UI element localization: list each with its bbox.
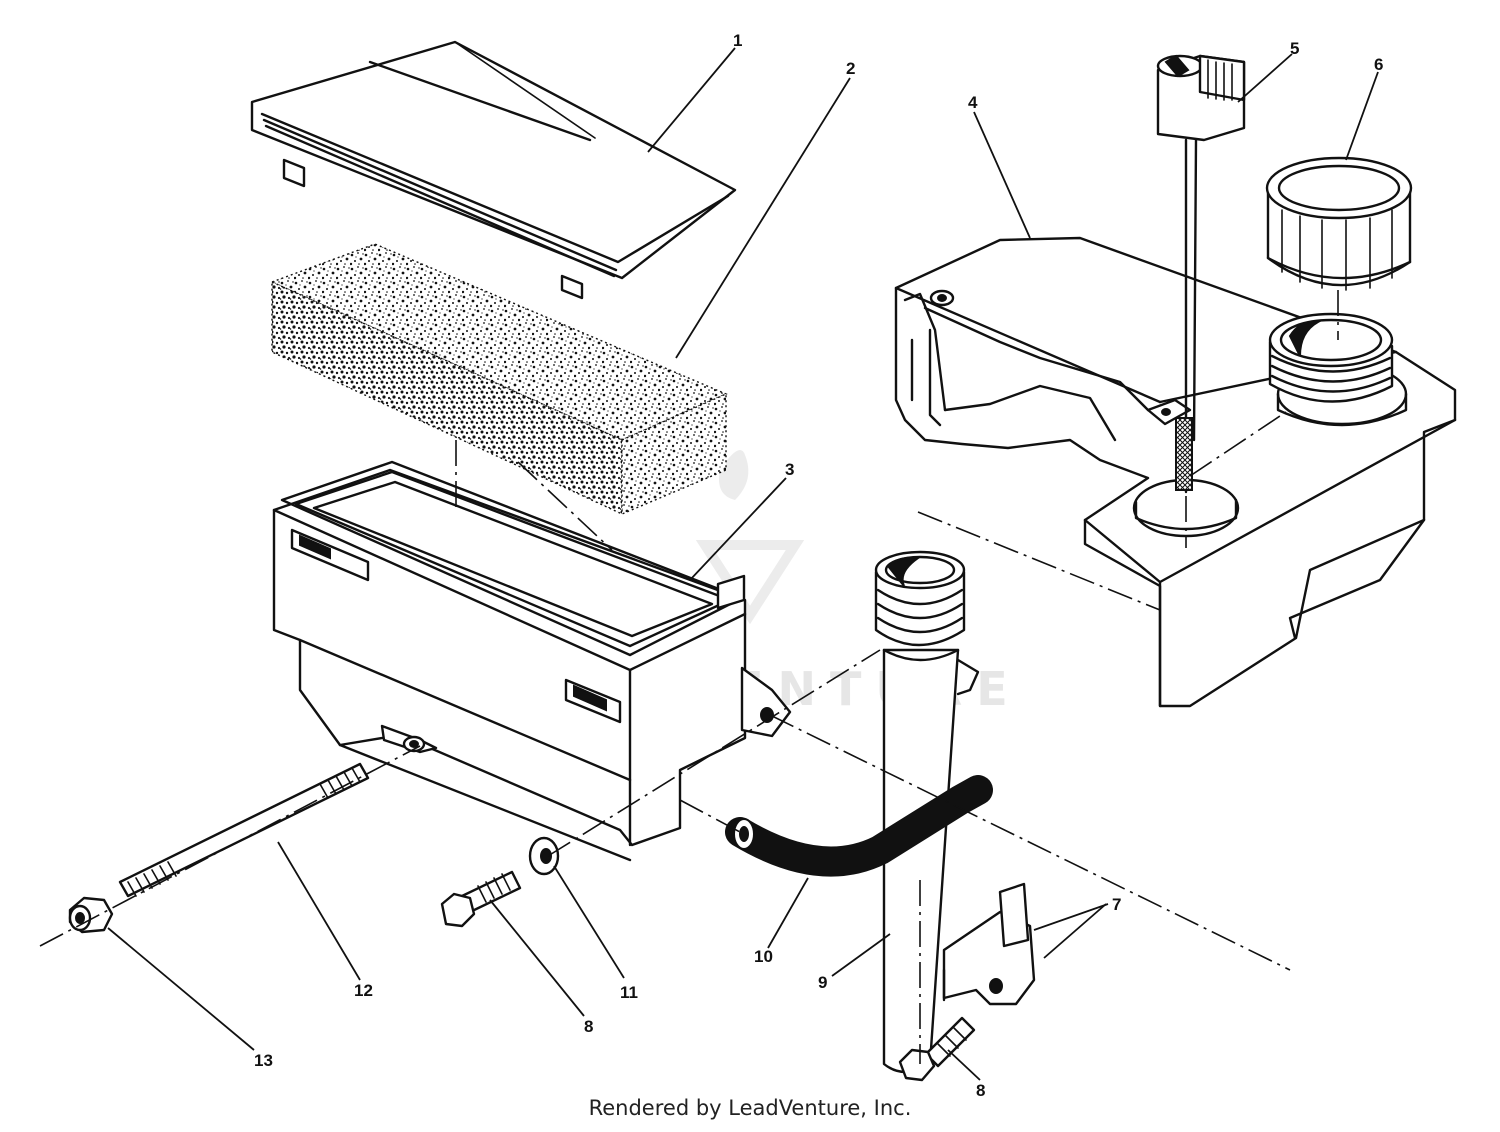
- callout-labels: 1 2 3 4 5 6 7 8 8 9 10 11 12 13: [254, 31, 1383, 1100]
- callout-3: 3: [785, 460, 794, 479]
- render-credit: Rendered by LeadVenture, Inc.: [588, 1096, 912, 1120]
- foam-filter-element: [270, 243, 728, 516]
- callout-10: 10: [754, 947, 773, 966]
- callout-6: 6: [1374, 55, 1383, 74]
- callout-12: 12: [354, 981, 373, 1000]
- callout-leaders: [107, 47, 1379, 1081]
- hex-nut: [68, 896, 114, 934]
- assembly-center-lines: [39, 290, 1339, 1064]
- callout-2: 2: [846, 59, 855, 78]
- breather-hose: [725, 775, 993, 877]
- callout-9: 9: [818, 973, 827, 992]
- callout-7: 7: [1112, 895, 1121, 914]
- callout-4: 4: [968, 93, 978, 112]
- threaded-stud: [118, 762, 370, 898]
- hex-screw-left: [440, 870, 522, 928]
- washer: [528, 836, 560, 876]
- hex-screw-bottom: [898, 1016, 976, 1082]
- oil-fill-threaded-neck: [1268, 312, 1394, 403]
- callout-8-bottom: 8: [976, 1081, 985, 1100]
- callout-11: 11: [620, 983, 638, 1002]
- oil-fill-cap: [1265, 156, 1413, 291]
- callout-13: 13: [254, 1051, 273, 1070]
- air-cleaner-cover: [250, 40, 737, 300]
- air-cleaner-base: [272, 460, 792, 862]
- callout-5: 5: [1290, 39, 1299, 58]
- callout-1: 1: [733, 31, 742, 50]
- callout-8-left: 8: [584, 1017, 593, 1036]
- dipstick: [1156, 54, 1246, 494]
